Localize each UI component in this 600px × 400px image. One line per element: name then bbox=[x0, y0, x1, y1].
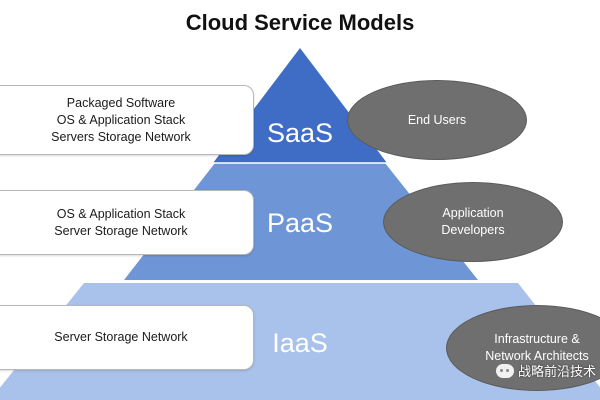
watermark: 战略前沿技术 bbox=[495, 361, 596, 380]
tier-label-paas: PaaS bbox=[267, 208, 333, 238]
component-line: Packaged Software bbox=[66, 95, 176, 110]
saas-audience-ellipse: End Users bbox=[347, 80, 527, 160]
component-line: Servers Storage Network bbox=[51, 129, 191, 144]
saas-components-box: Packaged Software OS & Application Stack… bbox=[0, 85, 254, 155]
component-line: Server Storage Network bbox=[54, 330, 188, 344]
component-line: OS & Application Stack bbox=[56, 206, 186, 221]
diagram-title: Cloud Service Models bbox=[185, 10, 415, 35]
audience-line: Infrastructure & bbox=[494, 332, 580, 346]
iaas-audience-ellipse: Infrastructure & Network Architects bbox=[446, 305, 600, 391]
pyramid-tier-saas bbox=[213, 48, 387, 163]
component-line: OS & Application Stack bbox=[56, 112, 186, 127]
tier-label-iaas: IaaS bbox=[272, 328, 328, 358]
audience-line: Network Architects bbox=[485, 349, 589, 363]
component-line: Server Storage Network bbox=[54, 223, 188, 238]
audience-line: Application bbox=[442, 206, 504, 220]
audience-line: Developers bbox=[441, 223, 505, 237]
wechat-icon bbox=[495, 363, 514, 378]
watermark-text: 战略前沿技术 bbox=[517, 365, 596, 380]
tier-label-saas: SaaS bbox=[267, 118, 333, 148]
audience-line: End Users bbox=[407, 112, 467, 127]
paas-audience-ellipse: Application Developers bbox=[383, 182, 563, 262]
iaas-components-box: Server Storage Network bbox=[0, 305, 254, 370]
paas-components-box: OS & Application Stack Server Storage Ne… bbox=[0, 190, 254, 255]
